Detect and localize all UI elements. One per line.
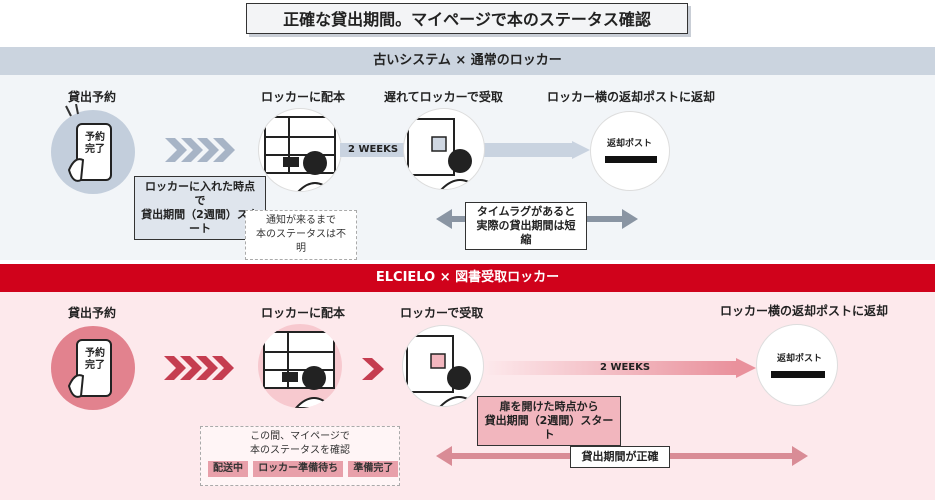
locker-person-icon	[264, 116, 336, 191]
new-chevron-icon	[362, 358, 384, 380]
old-phone-text: 予約 完了	[85, 132, 105, 155]
new-receive-illustration	[402, 325, 484, 407]
new-locker-illustration	[258, 324, 342, 408]
old-step-deliver-label: ロッカーに配本	[261, 90, 346, 104]
new-period-callout: 扉を開けた時点から 貸出期間（2週間）スタート	[477, 396, 621, 446]
old-locker-illustration	[258, 108, 342, 192]
new-phone-text: 予約 完了	[85, 348, 105, 371]
new-period-arrow	[484, 358, 756, 378]
old-system-header-band: 古いシステム × 通常のロッカー	[0, 47, 935, 75]
old-reserve-illustration: 予約 完了	[51, 110, 135, 194]
new-system-header-band: ELCIELO × 図書受取ロッカー	[0, 264, 935, 292]
new-accurate-label: 貸出期間が正確	[570, 446, 670, 468]
old-return-illustration: 返却ポスト	[590, 111, 670, 191]
new-return-illustration: 返却ポスト	[756, 324, 838, 406]
new-step-reserve-label: 貸出予約	[68, 306, 117, 320]
new-step-return-label: ロッカー横の返却ポストに返却	[720, 304, 889, 318]
locker-open-icon	[407, 118, 480, 189]
old-step-reserve-label: 貸出予約	[68, 90, 117, 104]
new-period-label: 2 WEEKS	[600, 362, 651, 373]
new-status-note-text: この間、マイページで 本のステータスを確認	[250, 431, 350, 456]
old-period-callout: ロッカーに入れた時点で 貸出期間（2週間）スタート	[134, 176, 266, 240]
old-chevrons-icon	[165, 138, 235, 162]
status-chip-waiting: ロッカー準備待ち	[253, 461, 344, 477]
locker-person-icon	[263, 331, 335, 408]
new-step-receive-label: ロッカーで受取	[400, 306, 484, 320]
new-post-slot	[771, 371, 825, 378]
old-receive-illustration	[403, 108, 485, 190]
old-period-label: 2 WEEKS	[348, 144, 399, 155]
new-post-text: 返却ポスト	[777, 354, 823, 364]
old-timelag-label: タイムラグがあると 実際の貸出期間は短縮	[465, 202, 587, 250]
smartphone-icon	[67, 339, 112, 398]
old-sparkle-icon	[65, 104, 79, 117]
smartphone-icon	[67, 123, 112, 182]
old-post-slot	[605, 156, 657, 163]
status-chip-ready: 準備完了	[348, 461, 399, 477]
new-step-deliver-label: ロッカーに配本	[261, 306, 346, 320]
locker-open-icon	[406, 335, 479, 406]
old-post-text: 返却ポスト	[607, 139, 653, 149]
page-title: 正確な貸出期間。マイページで本のステータス確認	[246, 3, 688, 34]
new-chevrons-icon	[164, 356, 234, 380]
new-status-note: この間、マイページで 本のステータスを確認 配送中 ロッカー準備待ち 準備完了	[200, 426, 400, 486]
old-step-receive-label: 遅れてロッカーで受取	[384, 90, 503, 104]
old-status-note: 通知が来るまで 本のステータスは不明	[245, 210, 357, 260]
status-chips: 配送中 ロッカー準備待ち 準備完了	[207, 461, 399, 477]
old-system-header: 古いシステム × 通常のロッカー	[373, 53, 562, 68]
status-chip-shipping: 配送中	[208, 461, 248, 477]
new-system-header: ELCIELO × 図書受取ロッカー	[375, 270, 560, 285]
old-step-return-label: ロッカー横の返却ポストに返却	[547, 90, 716, 104]
new-reserve-illustration: 予約 完了	[51, 326, 135, 410]
